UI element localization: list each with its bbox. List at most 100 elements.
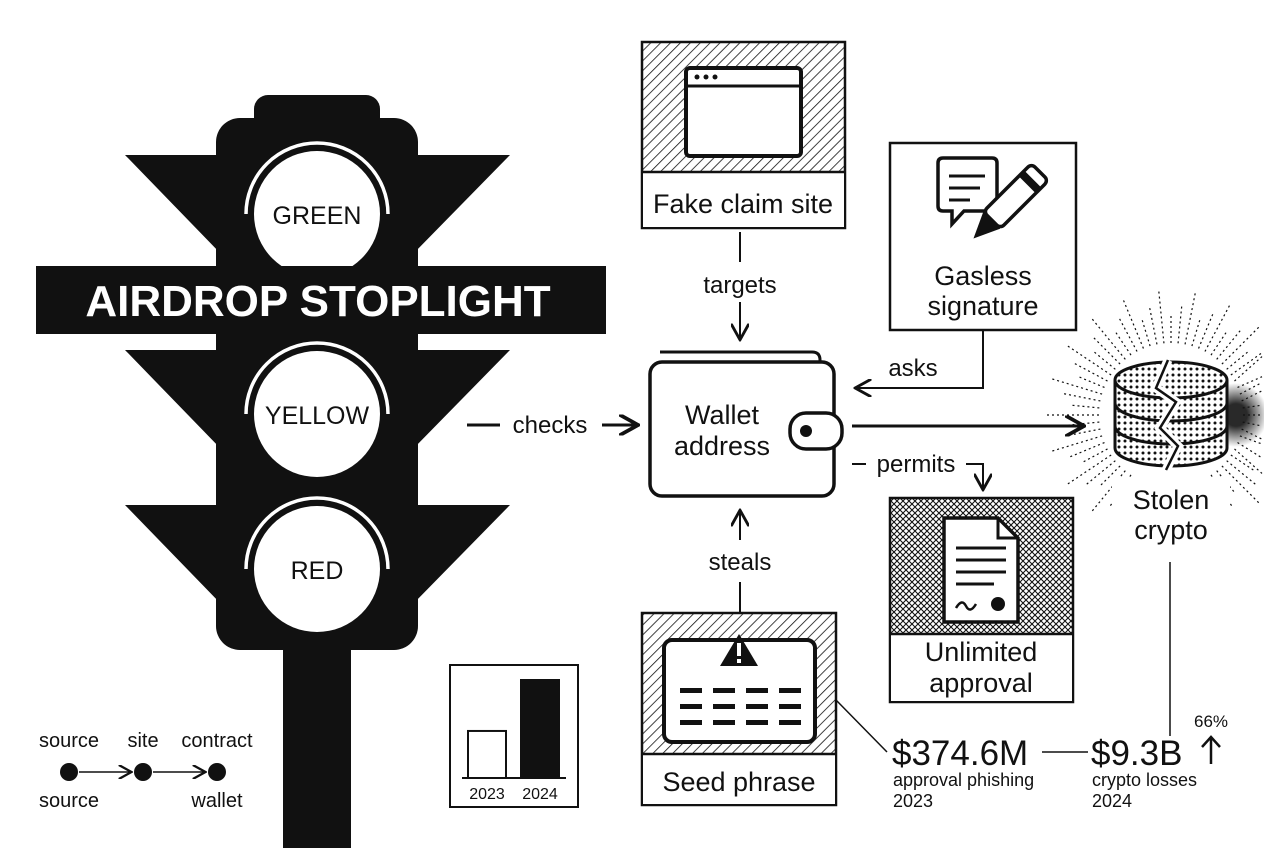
traffic-light-pole bbox=[283, 640, 351, 848]
stolen-label-line2: crypto bbox=[1134, 515, 1208, 545]
lamp-yellow bbox=[254, 351, 380, 477]
visor-left-top bbox=[125, 155, 222, 255]
warning-icon bbox=[720, 634, 758, 666]
hood-green bbox=[244, 141, 390, 215]
visor-left-middle bbox=[125, 350, 222, 450]
gasless-label-line1: Gasless bbox=[934, 261, 1032, 291]
unlimited-label-line2: approval bbox=[929, 668, 1033, 698]
burst-ray bbox=[1184, 293, 1196, 345]
burst-ray bbox=[1067, 345, 1112, 376]
burst-ray bbox=[1059, 421, 1100, 427]
burst-ray bbox=[1117, 315, 1138, 352]
legend-top-source: source bbox=[39, 730, 99, 752]
hood-red bbox=[244, 496, 390, 570]
burst-ray bbox=[1091, 470, 1126, 512]
burst-ray bbox=[1204, 305, 1230, 352]
traffic-light: GREEN YELLOW RED bbox=[125, 95, 510, 848]
lamp-green bbox=[254, 151, 380, 277]
seed-word-slot bbox=[713, 704, 735, 709]
gasless-label-line2: signature bbox=[927, 291, 1038, 321]
burst-ray bbox=[1091, 318, 1126, 360]
stat-crypto-losses: $9.3B crypto losses 2024 66% bbox=[1091, 712, 1228, 811]
seed-word-slot bbox=[680, 720, 702, 725]
seed-phrase-label: Seed phrase bbox=[662, 767, 815, 797]
burst-ray bbox=[1072, 428, 1101, 436]
stat-approval-value: $374.6M bbox=[892, 734, 1028, 773]
lamp-red bbox=[254, 506, 380, 632]
seed-word-slot bbox=[779, 704, 801, 709]
connector-seed-to-stat bbox=[835, 699, 888, 753]
legend-node-site bbox=[134, 763, 152, 781]
burst-ray bbox=[1239, 381, 1263, 395]
edge-label-asks: asks bbox=[888, 355, 937, 382]
lamp-green-label: GREEN bbox=[273, 202, 362, 230]
edge-label-targets: targets bbox=[703, 272, 776, 299]
seed-word-slot bbox=[779, 688, 801, 693]
burst-ray bbox=[1226, 460, 1258, 487]
stat-approval-year: 2023 bbox=[893, 791, 933, 811]
burst-ray bbox=[1052, 378, 1103, 395]
edge-label-permits: permits bbox=[877, 451, 956, 478]
node-fake-claim-site: Fake claim site bbox=[640, 40, 847, 230]
fake-site-label: Fake claim site bbox=[653, 189, 833, 219]
page-title: AIRDROP STOPLIGHT bbox=[85, 277, 550, 326]
wallet-clasp-dot bbox=[800, 425, 812, 437]
burst-ray bbox=[1191, 319, 1201, 347]
burst-ray bbox=[1197, 311, 1215, 349]
stat-losses-year: 2024 bbox=[1092, 791, 1132, 811]
edge-label-checks: checks bbox=[513, 412, 588, 439]
legend-bottom-wallet: wallet bbox=[190, 790, 243, 812]
legend: source site contract source wallet bbox=[39, 730, 253, 812]
document-seal-icon bbox=[942, 516, 1020, 624]
stat-losses-value: $9.3B bbox=[1091, 734, 1182, 773]
visor-right-middle bbox=[412, 350, 510, 450]
burst-ray bbox=[1078, 376, 1105, 389]
burst-ray bbox=[1221, 465, 1260, 504]
title-banner: AIRDROP STOPLIGHT bbox=[36, 266, 606, 334]
edge-asks bbox=[857, 330, 984, 388]
visor-right-bottom bbox=[412, 505, 510, 605]
visor-right-top bbox=[412, 155, 510, 255]
node-unlimited-approval: Unlimited approval bbox=[888, 496, 1075, 704]
burst-ray bbox=[1082, 448, 1108, 463]
seed-word-slot bbox=[746, 688, 768, 693]
unlimited-label-line1: Unlimited bbox=[925, 637, 1038, 667]
mini-bar-chart: 2023 2024 bbox=[449, 664, 579, 808]
seed-word-slot bbox=[680, 688, 702, 693]
visor-left-bottom bbox=[125, 505, 222, 605]
burst-ray bbox=[1210, 331, 1228, 356]
burst-ray bbox=[1093, 351, 1116, 370]
burst-ray bbox=[1230, 352, 1263, 376]
seed-word-slot bbox=[713, 720, 735, 725]
stat-approval-phishing: $374.6M approval phishing 2023 bbox=[892, 734, 1034, 811]
stolen-label-line1: Stolen bbox=[1133, 485, 1210, 515]
browser-icon bbox=[686, 74, 801, 88]
burst-ray bbox=[1061, 392, 1101, 402]
bar-label-2024: 2024 bbox=[522, 786, 558, 803]
broken-coin-stack-icon bbox=[1113, 358, 1229, 473]
bar-2023 bbox=[467, 729, 507, 780]
legend-bottom-source: source bbox=[39, 790, 99, 812]
burst-ray bbox=[1114, 331, 1132, 356]
signature-pen-icon bbox=[936, 156, 1049, 239]
lamp-yellow-label: YELLOW bbox=[265, 402, 370, 430]
wallet-clasp bbox=[788, 411, 844, 451]
seed-words-grid bbox=[680, 688, 801, 725]
burst-ray bbox=[1071, 404, 1100, 409]
stat-change-percent: 66% bbox=[1194, 712, 1228, 731]
bar-label-2023: 2023 bbox=[469, 786, 505, 803]
burst-ray bbox=[1148, 305, 1158, 345]
hood-yellow bbox=[244, 341, 390, 415]
wallet-label-line1: Wallet bbox=[685, 400, 760, 430]
burst-ray bbox=[1071, 361, 1108, 382]
stat-losses-label: crypto losses bbox=[1092, 770, 1197, 790]
burst-ray bbox=[1234, 448, 1263, 474]
burst-ray bbox=[1122, 300, 1145, 349]
lamp-red-label: RED bbox=[291, 557, 344, 585]
node-wallet-address: Wallet address bbox=[648, 350, 844, 498]
burst-ray bbox=[1234, 356, 1263, 382]
seed-word-slot bbox=[746, 704, 768, 709]
burst-ray bbox=[1141, 319, 1151, 347]
burst-ray bbox=[1091, 335, 1121, 365]
